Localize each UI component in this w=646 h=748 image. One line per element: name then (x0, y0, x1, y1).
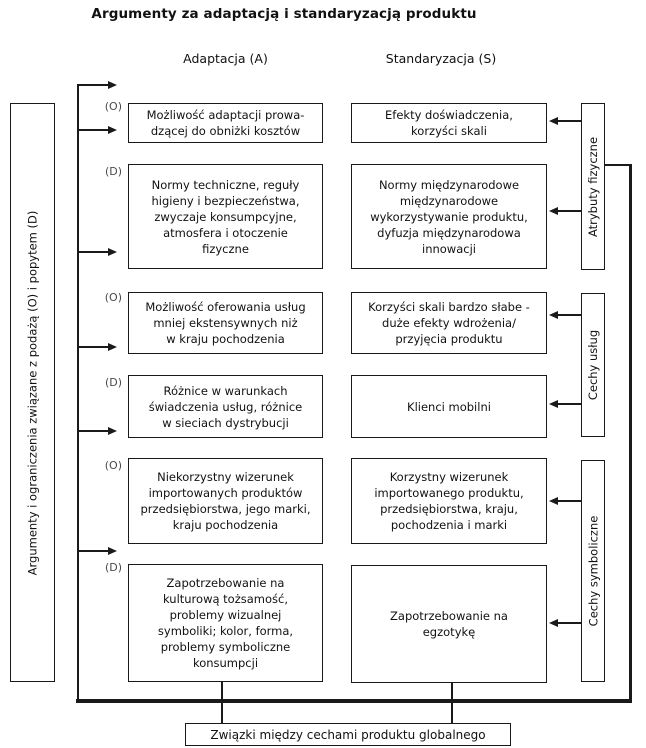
demand-tag: (D) (104, 165, 122, 178)
arrow-left-icon (549, 400, 582, 408)
adaptation-box-2: Normy techniczne, reguły higieny i bezpi… (128, 164, 323, 269)
category-bar-physical-attributes: Atrybuty fizyczne (581, 103, 605, 270)
arrow-right-icon (77, 343, 117, 351)
category-bar-service-features: Cechy usług (581, 293, 605, 437)
arrow-left-icon (549, 207, 582, 215)
demand-tag: (D) (104, 561, 122, 574)
arrow-right-icon (77, 81, 117, 89)
adaptation-box-5: Niekorzystny wizerunek importowanych pro… (128, 458, 323, 544)
column-header-adaptation: Adaptacja (A) (183, 51, 268, 66)
standardization-box-3: Korzyści skali bardzo słabe - duże efekt… (351, 292, 547, 354)
bottom-connector-line (451, 683, 453, 723)
standardization-box-6: Zapotrzebowanie na egzotykę (351, 565, 547, 683)
category-label: Cechy usług (586, 329, 601, 401)
adaptation-box-1: Możliwość adaptacji prowa- dzącej do obn… (128, 103, 323, 143)
adaptation-box-3: Możliwość oferowania usług mniej ekstens… (128, 292, 323, 354)
demand-tag: (D) (104, 376, 122, 389)
adaptation-box-4: Różnice w warunkach świadczenia usług, r… (128, 375, 323, 438)
column-header-standardization: Standaryzacja (S) (385, 51, 497, 66)
category-label: Atrybuty fizyczne (586, 136, 601, 237)
adaptation-box-6: Zapotrzebowanie na kulturową tożsamość, … (128, 564, 323, 682)
global-product-links-box: Związki między cechami produktu globalne… (185, 723, 511, 746)
left-trunk-line (77, 84, 79, 702)
category-connector-line (605, 164, 629, 166)
standardization-box-4: Klienci mobilni (351, 375, 547, 438)
standardization-box-2: Normy międzynarodowe międzynarodowe wyko… (351, 164, 547, 269)
supply-tag: (O) (104, 100, 122, 113)
supply-demand-arguments-label: Argumenty i ograniczenia związane z poda… (25, 210, 40, 575)
supply-tag: (O) (104, 459, 122, 472)
standardization-box-1: Efekty doświadczenia, korzyści skali (351, 103, 547, 143)
arrow-right-icon (77, 248, 117, 256)
category-bar-symbolic-features: Cechy symboliczne (581, 460, 605, 682)
arrow-right-icon (77, 547, 117, 555)
arrow-left-icon (549, 311, 582, 319)
bottom-connector-line (221, 682, 223, 723)
bottom-rail-line (76, 699, 632, 703)
arrow-left-icon (549, 619, 582, 627)
supply-demand-arguments-bar: Argumenty i ograniczenia związane z poda… (10, 103, 55, 682)
standardization-box-5: Korzystny wizerunek importowanego produk… (351, 458, 547, 544)
arrow-left-icon (549, 117, 582, 125)
diagram-title: Argumenty za adaptacją i standaryzacją p… (91, 6, 477, 22)
supply-tag: (O) (104, 291, 122, 304)
category-label: Cechy symboliczne (586, 515, 601, 627)
arrow-right-icon (77, 427, 117, 435)
right-trunk-line (629, 164, 632, 702)
arrow-left-icon (549, 497, 582, 505)
arrow-right-icon (77, 126, 117, 134)
